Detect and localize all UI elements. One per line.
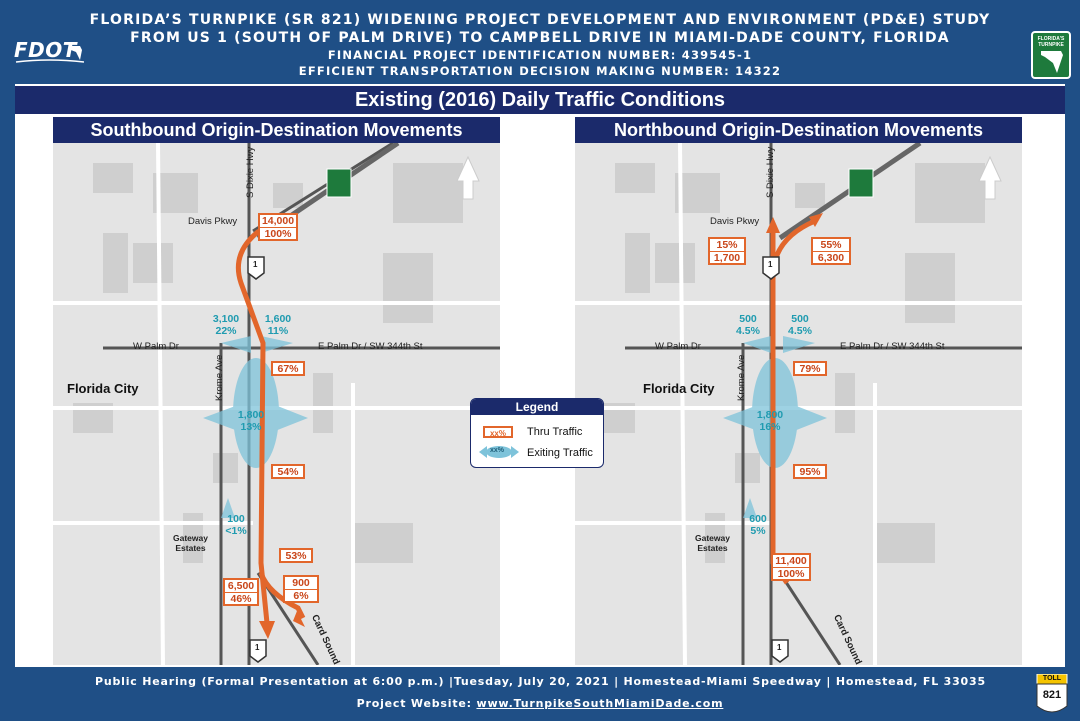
header-title-line1: FLORIDA’S TURNPIKE (SR 821) WIDENING PRO… <box>89 12 991 28</box>
us1-shield-bottom <box>771 639 789 663</box>
us1-label-bottom: 1 <box>255 643 260 652</box>
sb-exit-south: 100<1% <box>225 513 247 537</box>
sr821-toll-shield-icon: TOLL 821 <box>1036 673 1068 716</box>
nb-thru-1: 79% <box>793 361 827 376</box>
legend-thru-label: Thru Traffic <box>527 426 583 438</box>
us1-shield-top <box>762 256 780 280</box>
city-label: Florida City <box>643 381 715 396</box>
north-arrow-icon <box>978 155 1002 200</box>
legend-thru-swatch: xx% <box>483 426 513 438</box>
nb-top-right-box: 55% 6,300 <box>811 237 851 265</box>
road-krome-ave: Krome Ave <box>736 354 747 401</box>
southbound-map: Davis Pkwy S Dixie Hwy W Palm Dr E Palm … <box>53 143 500 665</box>
nb-top-left-box: 15% 1,700 <box>708 237 746 265</box>
gateway-estates-label: Gateway Estates <box>173 533 208 553</box>
sb-origin-box: 14,000 100% <box>258 213 298 241</box>
etdm-number: EFFICIENT TRANSPORTATION DECISION MAKING… <box>298 64 782 78</box>
turnpike-sign-icon <box>326 168 352 198</box>
turnpike-sign-icon <box>848 168 874 198</box>
road-w-palm-dr: W Palm Dr <box>133 341 179 352</box>
page-title: Existing (2016) Daily Traffic Conditions <box>15 86 1065 114</box>
sb-end-card-box: 900 6% <box>283 575 319 603</box>
northbound-title: Northbound Origin-Destination Movements <box>575 117 1022 143</box>
project-website: Project Website: www.TurnpikeSouthMiamiD… <box>356 697 724 710</box>
road-e-palm-dr: E Palm Dr / SW 344th St <box>318 341 423 352</box>
footer <box>0 668 1080 720</box>
sb-end-us1-box: 6,500 46% <box>223 578 259 606</box>
header-title-line2: FROM US 1 (SOUTH OF PALM DRIVE) TO CAMPB… <box>130 30 950 46</box>
road-davis-pkwy: Davis Pkwy <box>710 216 760 227</box>
legend-exit-swatch <box>479 446 519 458</box>
us1-shield-top <box>247 256 265 280</box>
city-label: Florida City <box>67 381 139 396</box>
financial-project-id: FINANCIAL PROJECT IDENTIFICATION NUMBER:… <box>327 48 753 62</box>
legend-title: Legend <box>471 399 603 415</box>
road-krome-ave: Krome Ave <box>214 354 225 401</box>
road-e-palm-dr: E Palm Dr / SW 344th St <box>840 341 945 352</box>
us1-label-top: 1 <box>253 260 258 269</box>
legend-exit-label: Exiting Traffic <box>527 447 593 459</box>
us1-shield-bottom <box>249 639 267 663</box>
road-s-dixie-hwy: S Dixie Hwy <box>765 146 776 198</box>
nb-thru-2: 95% <box>793 464 827 479</box>
header: FLORIDA’S TURNPIKE (SR 821) WIDENING PRO… <box>0 0 1080 82</box>
sb-thru-3: 53% <box>279 548 313 563</box>
website-link[interactable]: www.TurnpikeSouthMiamiDade.com <box>476 697 724 710</box>
sb-thru-1: 67% <box>271 361 305 376</box>
road-s-dixie-hwy: S Dixie Hwy <box>245 146 256 198</box>
gateway-estates-label: Gateway Estates <box>695 533 730 553</box>
hearing-info: Public Hearing (Formal Presentation at 6… <box>95 675 986 688</box>
northbound-map: Davis Pkwy S Dixie Hwy W Palm Dr E Palm … <box>575 143 1022 665</box>
turnpike-logo: FLORIDA'S TURNPIKE <box>1031 31 1071 79</box>
legend: Legend xx% Thru Traffic xx% Exiting Traf… <box>470 398 604 468</box>
road-davis-pkwy: Davis Pkwy <box>188 216 238 227</box>
southbound-title: Southbound Origin-Destination Movements <box>53 117 500 143</box>
us1-label-bottom: 1 <box>777 643 782 652</box>
north-arrow-icon <box>456 155 480 200</box>
fdot-logo: FDOT <box>14 38 84 64</box>
road-w-palm-dr: W Palm Dr <box>655 341 701 352</box>
northbound-map-graphics <box>575 143 1022 665</box>
southbound-map-graphics <box>53 143 500 665</box>
sb-thru-2: 54% <box>271 464 305 479</box>
legend-exit-value: xx% <box>490 447 505 454</box>
nb-origin-box: 11,400 100% <box>771 553 811 581</box>
us1-label-top: 1 <box>768 260 773 269</box>
thru-route <box>235 229 270 624</box>
